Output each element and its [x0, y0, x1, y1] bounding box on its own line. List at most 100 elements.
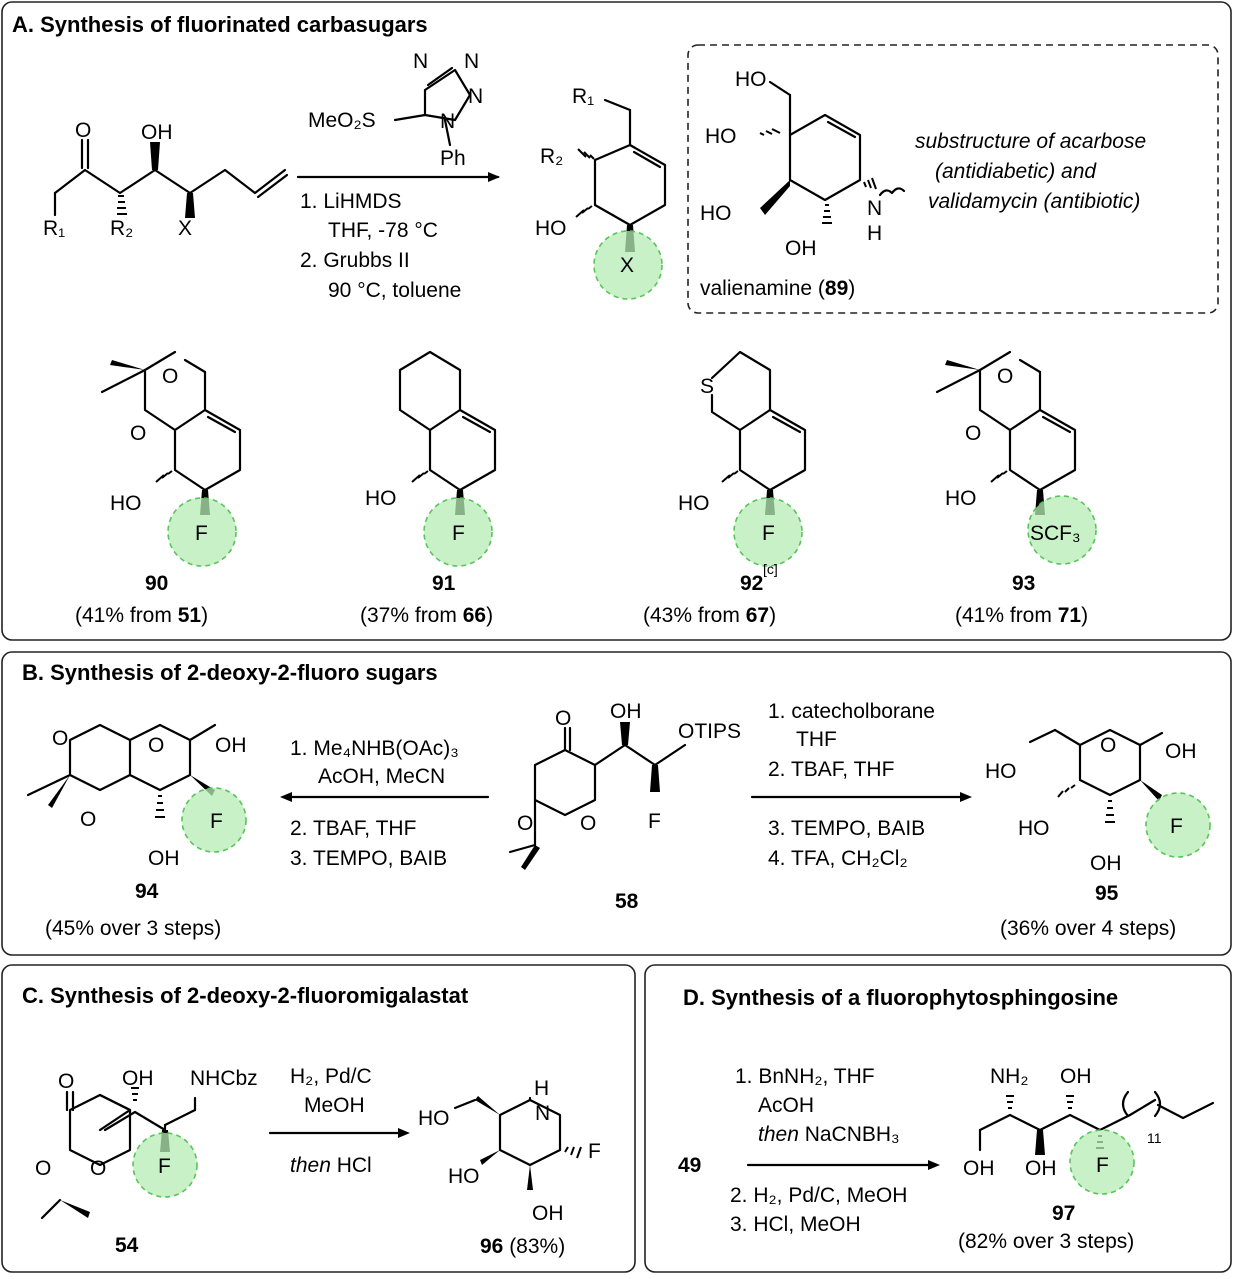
atom-oh: OH	[610, 700, 642, 723]
label-text: 96	[480, 1235, 503, 1258]
structure-bond	[771, 128, 781, 134]
structure-bond	[871, 177, 877, 190]
atom-o: O	[965, 422, 981, 445]
compound-yield: (41% from 51)	[75, 604, 208, 627]
structure-bond	[155, 474, 165, 483]
label-text: 89	[825, 277, 848, 300]
label-text: 51	[178, 604, 202, 627]
label-text: (83%)	[503, 1235, 565, 1258]
structure-bond	[1064, 787, 1070, 793]
scf3-highlight-circle	[1027, 495, 1097, 565]
structure-bond	[98, 1093, 132, 1112]
atom-oh: OH	[532, 1202, 564, 1225]
structure-bond	[26, 773, 72, 797]
label-text: (37% from	[360, 604, 463, 627]
structure-bond	[423, 68, 472, 122]
label-text: then	[758, 1123, 799, 1146]
structure-bond	[183, 358, 207, 374]
atom-ho: HO	[735, 68, 767, 91]
right-reagent-1: 1. catecholborane	[768, 700, 935, 723]
atom-h: H	[867, 222, 882, 245]
fluorine-highlight-circle	[423, 497, 493, 567]
right-reagent-5: 4. TFA, CH₂Cl₂	[768, 847, 908, 870]
structure-bond	[978, 350, 1012, 432]
right-reagent-3: 2. TBAF, THF	[768, 758, 894, 781]
structure-bond	[1035, 1130, 1045, 1155]
fluorine-highlight-circle	[1145, 792, 1211, 858]
atom-o: O	[52, 727, 68, 750]
atom-ho: HO	[418, 1107, 450, 1130]
structure-bond	[103, 1110, 167, 1132]
structure-bond	[826, 120, 857, 139]
panel-c-title: C. Synthesis of 2-deoxy-2-fluoromigalast…	[22, 983, 469, 1008]
structure-bond	[527, 1165, 533, 1190]
compound-yield: (41% from 71)	[955, 604, 1088, 627]
right-reagent-4: 3. TEMPO, BAIB	[768, 817, 925, 840]
atom-ho: HO	[678, 492, 710, 515]
fluorine-highlight-circle	[733, 497, 803, 567]
atom-ho: HO	[945, 487, 977, 510]
label-text: )	[486, 604, 493, 627]
structure-bond	[945, 360, 980, 370]
label-text: 67	[746, 604, 769, 627]
structure-bond	[48, 775, 70, 808]
label-text: )	[201, 604, 208, 627]
atom-o: O	[80, 808, 96, 831]
atom-o: O	[580, 812, 596, 835]
structure-bond	[1053, 728, 1082, 747]
structure-bond	[575, 209, 585, 218]
structure-bond	[878, 187, 906, 197]
compound-91: HO F 91 (37% from 66)	[360, 350, 497, 627]
atom-f: F	[195, 522, 208, 545]
inset-note-line-3: validamycin (antibiotic)	[928, 190, 1140, 213]
structure-bond	[185, 193, 195, 218]
structure-bond	[150, 142, 160, 170]
atom-h: H	[534, 1077, 549, 1100]
structure-bond	[1002, 470, 1008, 475]
atom-f: F	[648, 810, 661, 833]
left-reagent-2: AcOH, MeCN	[318, 765, 445, 788]
panel-a-reagent-structure: MeO₂S N N N N Ph	[308, 50, 483, 170]
structure-bond	[738, 408, 807, 492]
label-text: (41% from	[955, 604, 1058, 627]
x-highlight-circle	[593, 230, 663, 300]
inset-note-line-1: substructure of acarbose	[915, 130, 1146, 153]
compound-54: O O O OH NHCbz F 54	[35, 1067, 258, 1257]
atom-o: O	[162, 365, 178, 388]
compound-49: 49	[678, 1154, 701, 1177]
panel-d-box	[644, 964, 1232, 1273]
atom-ho: HO	[1018, 817, 1050, 840]
atom-n: N	[464, 50, 479, 73]
structure-bond	[620, 722, 630, 745]
reagent-line-3: 2. Grubbs II	[300, 249, 410, 272]
panel-c-arrowhead	[398, 1128, 410, 1138]
fluorine-highlight-circle	[1069, 1129, 1135, 1195]
structure-bond	[1156, 1101, 1215, 1120]
atom-n: N	[535, 1102, 550, 1125]
structure-bond	[411, 474, 421, 483]
structure-bond	[60, 1200, 90, 1218]
structure-bond	[577, 148, 587, 158]
d-reagent-1: 1. BnNH₂, THF	[735, 1065, 875, 1088]
label-text: 71	[1058, 604, 1082, 627]
atom-f: F	[588, 1140, 601, 1163]
compound-yield: 96 (83%)	[480, 1235, 565, 1258]
atom-ho: HO	[985, 760, 1017, 783]
panel-a-arrowhead	[488, 172, 500, 182]
atom-n: N	[413, 50, 428, 73]
panel-a-title: A. Synthesis of fluorinated carbasugars	[12, 12, 428, 37]
structure-bond	[423, 470, 429, 475]
atom-o: O	[90, 1157, 106, 1180]
compound-number: 91	[432, 572, 456, 595]
c-reagent-3: then HCl	[290, 1154, 372, 1177]
atom-ho: HO	[705, 125, 737, 148]
structure-bond	[1018, 358, 1042, 374]
structure-bond	[587, 205, 593, 210]
structure-bond	[570, 1146, 575, 1156]
panel-d-arrowhead	[928, 1160, 940, 1170]
compound-yield: (37% from 66)	[360, 604, 493, 627]
structure-bond	[935, 368, 982, 394]
left-reagent-4: 3. TEMPO, BAIB	[290, 847, 447, 870]
valienamine-structure: HO HO HO OH N H	[700, 68, 906, 260]
structure-bond	[759, 132, 765, 136]
